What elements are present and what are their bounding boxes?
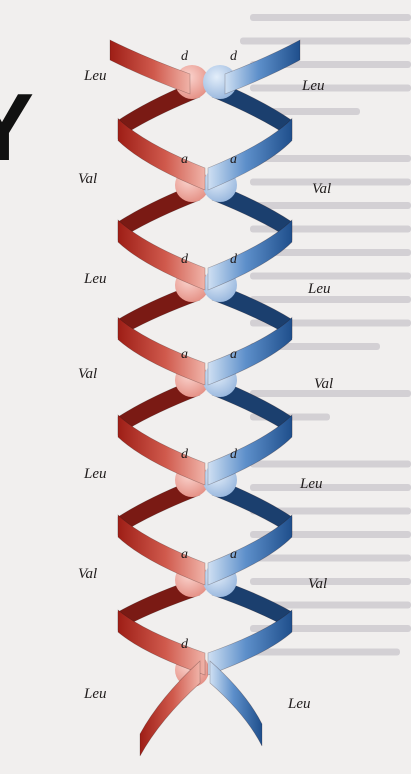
heptad-position-label-right: d [230, 447, 238, 462]
left-residue-label: Val [78, 366, 97, 382]
blue-helix-front-segment [208, 415, 292, 485]
left-residue-label: Leu [83, 271, 107, 287]
blue-helix-front-segment [208, 610, 292, 675]
right-residue-label: Leu [307, 281, 331, 297]
blue-helix-front-segment [208, 318, 292, 386]
heptad-position-label-right: a [230, 347, 237, 362]
red-helix-front-segment [118, 119, 205, 191]
left-residue-label: Leu [83, 466, 107, 482]
right-residue-label: Leu [301, 78, 325, 94]
blue-helix-front-segment [208, 220, 292, 290]
red-helix-front-segment [118, 610, 205, 675]
left-residue-label: Val [78, 171, 97, 187]
left-residue-label: Val [78, 566, 97, 582]
right-residue-label: Leu [287, 696, 311, 712]
heptad-position-label-left: a [181, 547, 188, 562]
cropped-glyph-mark: Y [0, 74, 34, 181]
right-residue-label: Leu [299, 476, 323, 492]
red-helix-front-segment [118, 220, 205, 290]
heptad-position-label-right: d [230, 49, 238, 64]
red-helix-front-segment [118, 515, 205, 585]
left-residue-label: Leu [83, 68, 107, 84]
right-residue-label: Val [312, 181, 331, 197]
heptad-position-label-left: a [181, 152, 188, 167]
blue-helix-front-segment [208, 515, 292, 585]
blue-helix-c-terminus [210, 661, 262, 746]
right-residue-label: Val [308, 576, 327, 592]
heptad-position-label-right: d [230, 252, 238, 267]
right-residue-label: Val [314, 376, 333, 392]
heptad-position-label-left: d [181, 252, 189, 267]
red-helix-front-segment [118, 318, 205, 386]
heptad-position-label-left: a [181, 347, 188, 362]
heptad-position-label-right: a [230, 152, 237, 167]
red-helix-front-segment [118, 415, 205, 485]
left-residue-label: Leu [83, 686, 107, 702]
heptad-position-label-left: d [181, 49, 189, 64]
heptad-position-label-left: d [181, 637, 189, 652]
red-helix-n-terminus [110, 40, 190, 94]
red-helix-c-terminus [140, 661, 200, 756]
heptad-position-label-left: d [181, 447, 189, 462]
heptad-position-label-right: a [230, 547, 237, 562]
